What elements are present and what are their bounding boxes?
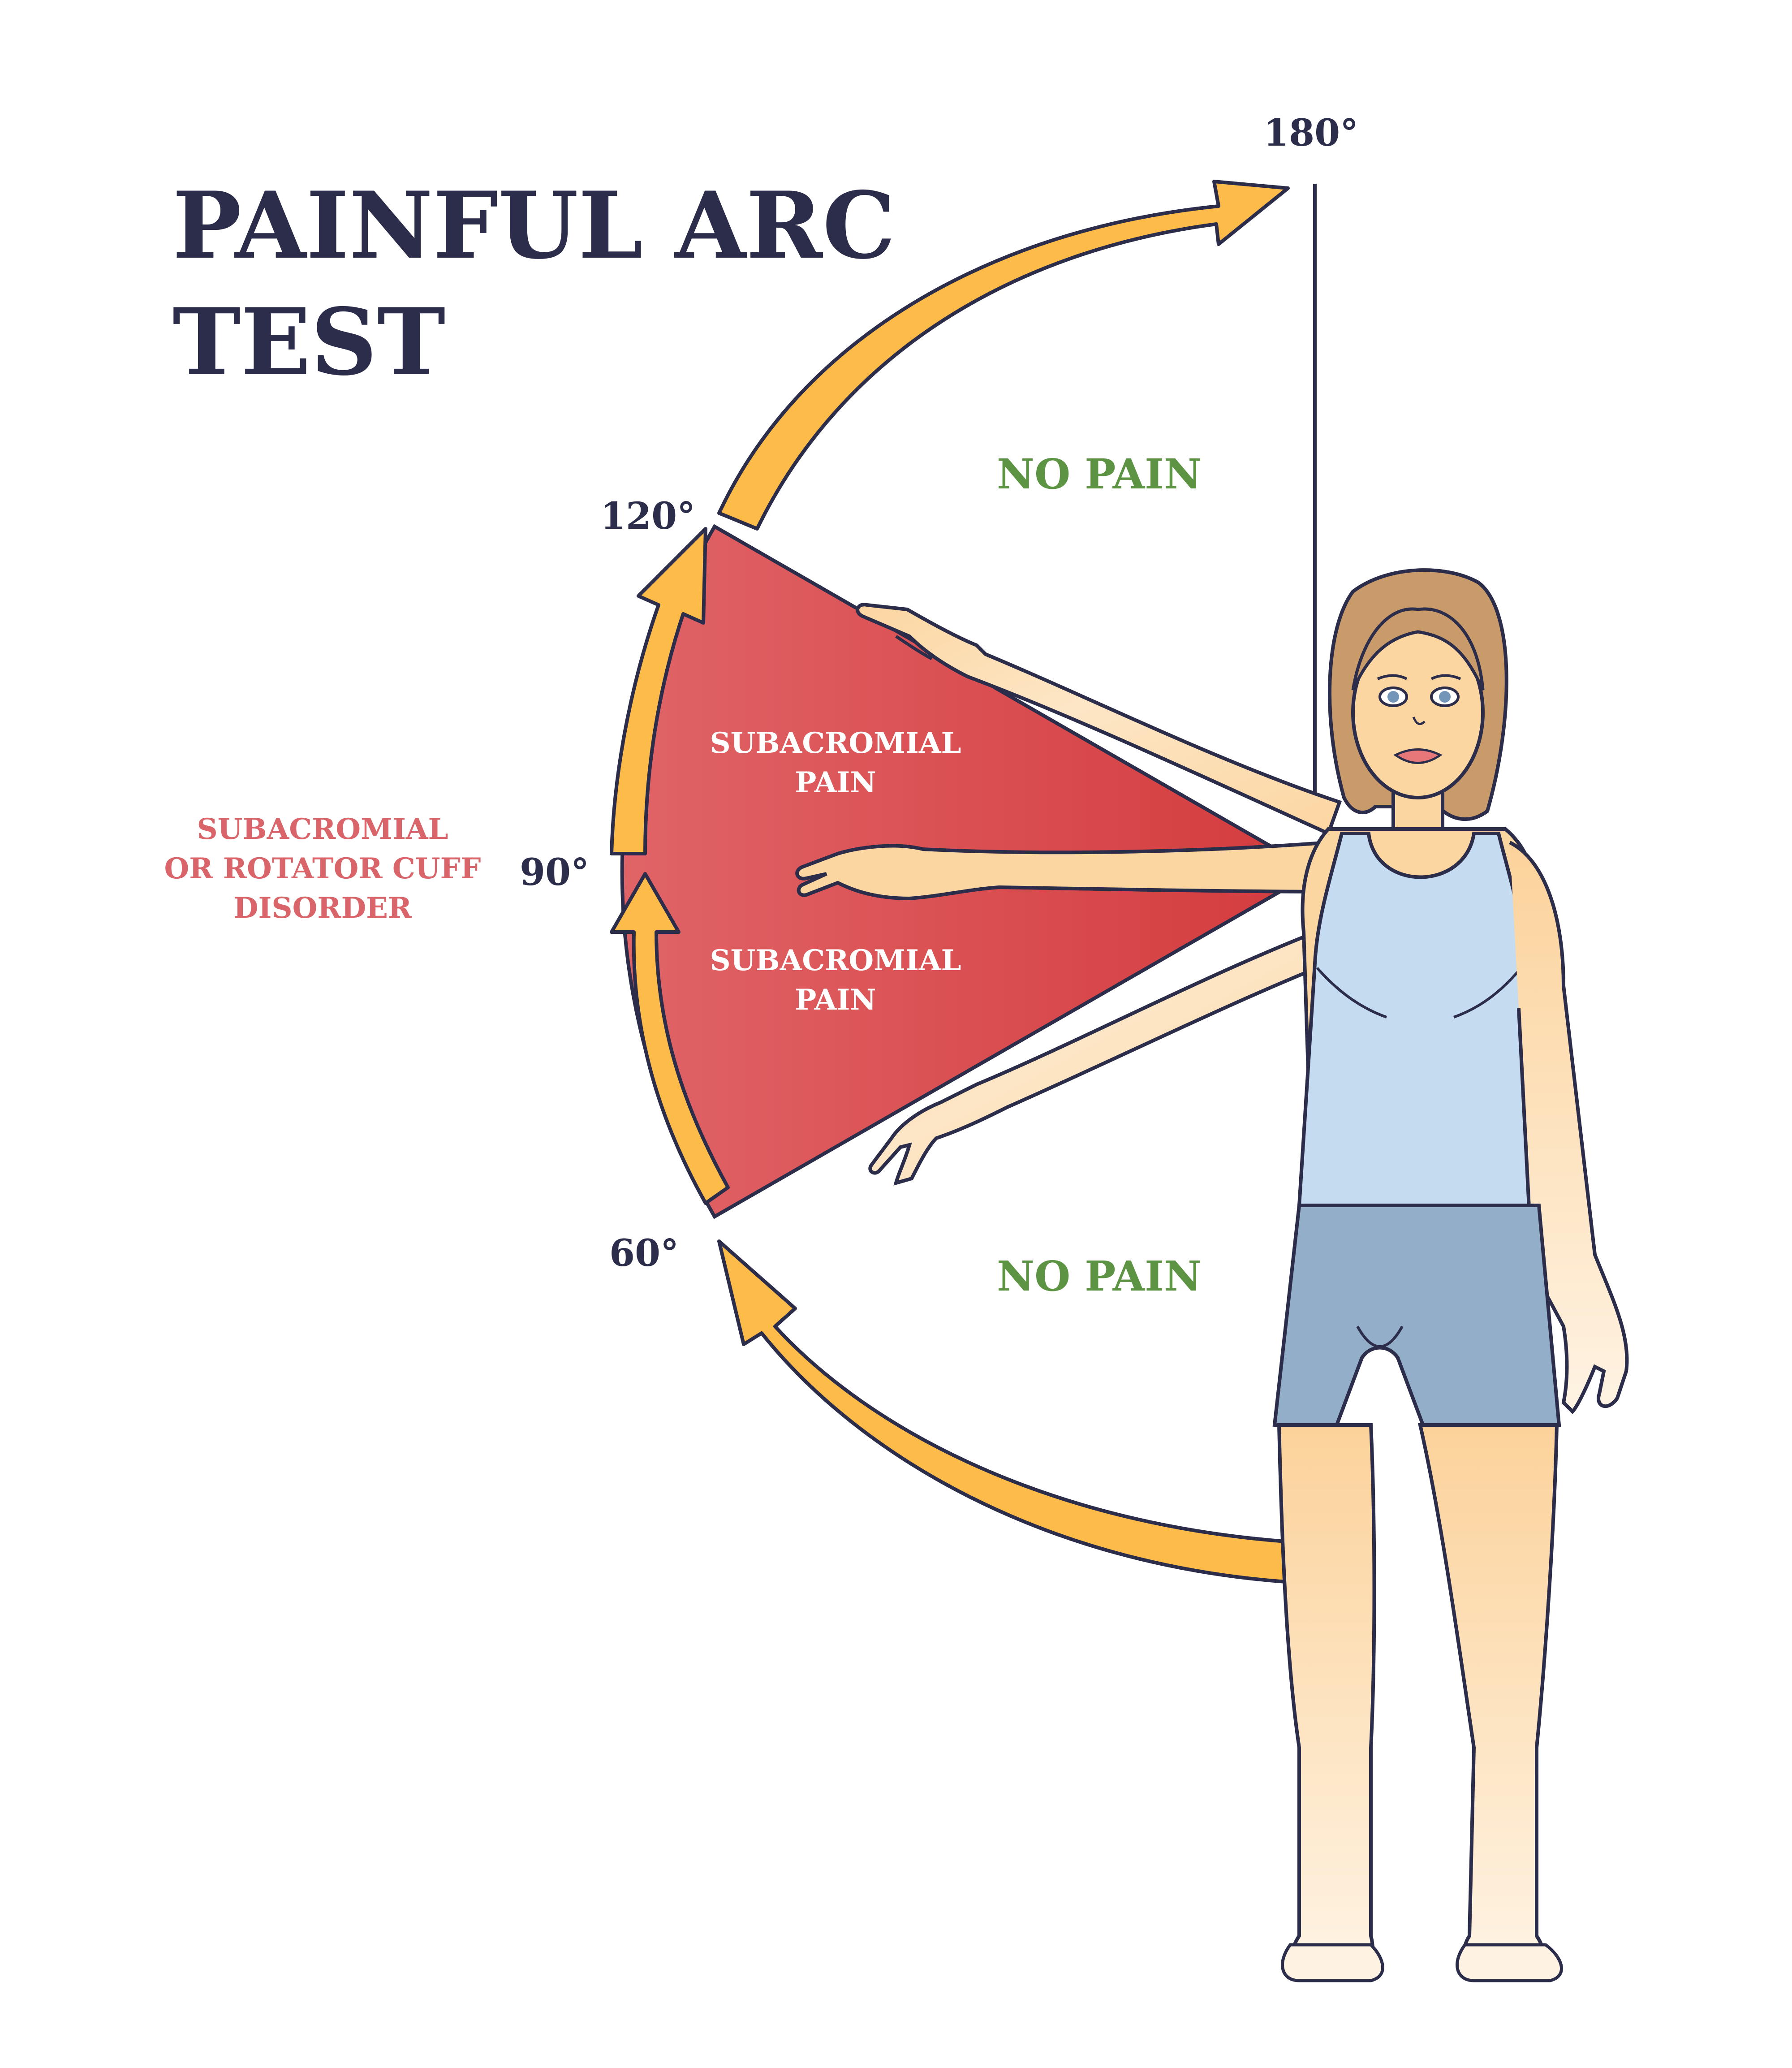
lips — [1393, 748, 1443, 764]
shorts — [1272, 1204, 1561, 1432]
angle-label-60: 60° — [609, 1232, 679, 1275]
title-line-1: PAINFUL ARC — [172, 172, 896, 280]
arrow-120-to-180 — [717, 180, 1290, 531]
tank-top — [1297, 832, 1541, 1207]
pain-label-lower-line-2: PAIN — [795, 983, 876, 1017]
no-pain-label-upper: NO PAIN — [997, 450, 1202, 498]
left-leg — [1277, 1423, 1376, 1969]
title-line-2: TEST — [172, 289, 445, 396]
angle-label-180: 180° — [1263, 112, 1358, 155]
arrow-60-to-90 — [610, 872, 730, 1205]
angle-label-90: 90° — [520, 851, 589, 894]
right-leg — [1417, 1423, 1559, 1969]
disorder-note-line-2: OR ROTATOR CUFF — [164, 852, 481, 885]
pain-label-upper-line-2: PAIN — [795, 766, 876, 799]
pain-label-lower-line-1: SUBACROMIAL — [710, 944, 961, 977]
woman-figure — [1272, 568, 1629, 1982]
no-pain-label-lower: NO PAIN — [997, 1252, 1202, 1300]
right-foot — [1456, 1943, 1563, 1982]
arrow-90-to-120 — [610, 527, 707, 855]
horizontal-arm-90 — [795, 840, 1340, 901]
raised-arm-120 — [856, 603, 1342, 836]
lowered-arm-60 — [868, 920, 1341, 1186]
disorder-note-line-1: SUBACROMIAL — [197, 812, 448, 846]
disorder-note-line-3: DISORDER — [233, 891, 412, 925]
angle-label-120: 120° — [600, 495, 695, 538]
pain-label-upper-line-1: SUBACROMIAL — [710, 726, 961, 760]
arrow-0-to-60 — [717, 1239, 1288, 1584]
left-foot — [1281, 1943, 1384, 1982]
